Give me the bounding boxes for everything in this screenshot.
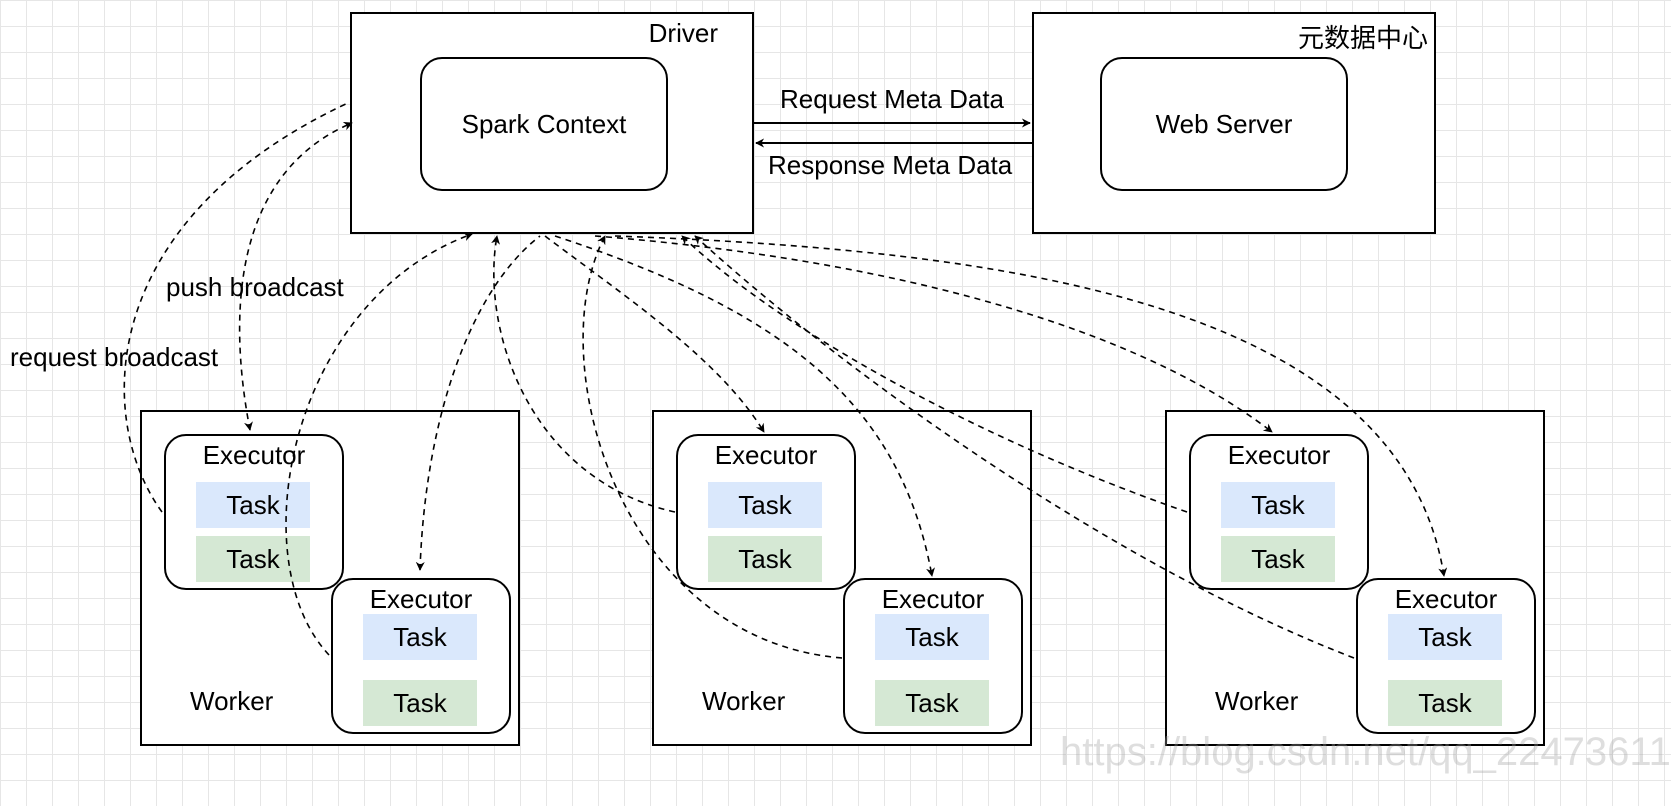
broadcast-link xyxy=(238,121,353,431)
broadcast-link xyxy=(123,101,351,513)
web-server-node[interactable]: Web Server xyxy=(1100,57,1348,191)
driver-box[interactable]: Driver Spark Context xyxy=(350,12,754,234)
executor-title: Executor xyxy=(1227,440,1331,470)
metadata-center-box[interactable]: 元数据中心 Web Server xyxy=(1032,12,1436,234)
task-block[interactable]: Task xyxy=(875,614,989,660)
task-block[interactable]: Task xyxy=(1388,680,1502,726)
task-block[interactable]: Task xyxy=(363,614,477,660)
broadcast-link xyxy=(582,235,843,659)
broadcast-link xyxy=(544,235,765,433)
spark-context-node[interactable]: Spark Context xyxy=(420,57,668,191)
executor-box[interactable]: Executor Task Task xyxy=(843,578,1023,734)
worker-box[interactable]: Executor Task Task Executor Task Task Wo… xyxy=(140,410,520,746)
executor-box[interactable]: Executor Task Task xyxy=(164,434,344,590)
task-block[interactable]: Task xyxy=(363,680,477,726)
metadata-center-title: 元数据中心 xyxy=(1297,23,1428,53)
task-block[interactable]: Task xyxy=(708,536,822,582)
broadcast-link xyxy=(694,235,1355,659)
request-broadcast-label: request broadcast xyxy=(10,342,219,372)
task-block[interactable]: Task xyxy=(1388,614,1502,660)
broadcast-link xyxy=(491,235,676,513)
worker-label: Worker xyxy=(1215,686,1299,716)
executor-box[interactable]: Executor Task Task xyxy=(331,578,511,734)
broadcast-link xyxy=(554,235,935,577)
task-block[interactable]: Task xyxy=(196,482,310,528)
worker-label: Worker xyxy=(702,686,786,716)
task-block[interactable]: Task xyxy=(875,680,989,726)
executor-title: Executor xyxy=(714,440,818,470)
worker-box[interactable]: Executor Task Task Executor Task Task Wo… xyxy=(1165,410,1545,746)
broadcast-link xyxy=(285,232,473,656)
worker-label: Worker xyxy=(190,686,274,716)
task-block[interactable]: Task xyxy=(1221,536,1335,582)
executor-title: Executor xyxy=(1394,584,1498,614)
executor-box[interactable]: Executor Task Task xyxy=(676,434,856,590)
executor-title: Executor xyxy=(881,584,985,614)
broadcast-link xyxy=(681,235,1188,513)
executor-title: Executor xyxy=(202,440,306,470)
response-meta-label: Response Meta Data xyxy=(768,150,1013,180)
task-block[interactable]: Task xyxy=(708,482,822,528)
executor-title: Executor xyxy=(369,584,473,614)
watermark-text: https://blog.csdn.net/qq_22473611 xyxy=(1060,730,1671,774)
broadcast-link xyxy=(415,235,541,571)
broadcast-link xyxy=(614,235,1448,577)
task-block[interactable]: Task xyxy=(1221,482,1335,528)
request-meta-label: Request Meta Data xyxy=(780,84,1005,114)
broadcast-link xyxy=(594,235,1273,433)
worker-box[interactable]: Executor Task Task Executor Task Task Wo… xyxy=(652,410,1032,746)
executor-box[interactable]: Executor Task Task xyxy=(1189,434,1369,590)
executor-box[interactable]: Executor Task Task xyxy=(1356,578,1536,734)
driver-title: Driver xyxy=(648,18,718,48)
